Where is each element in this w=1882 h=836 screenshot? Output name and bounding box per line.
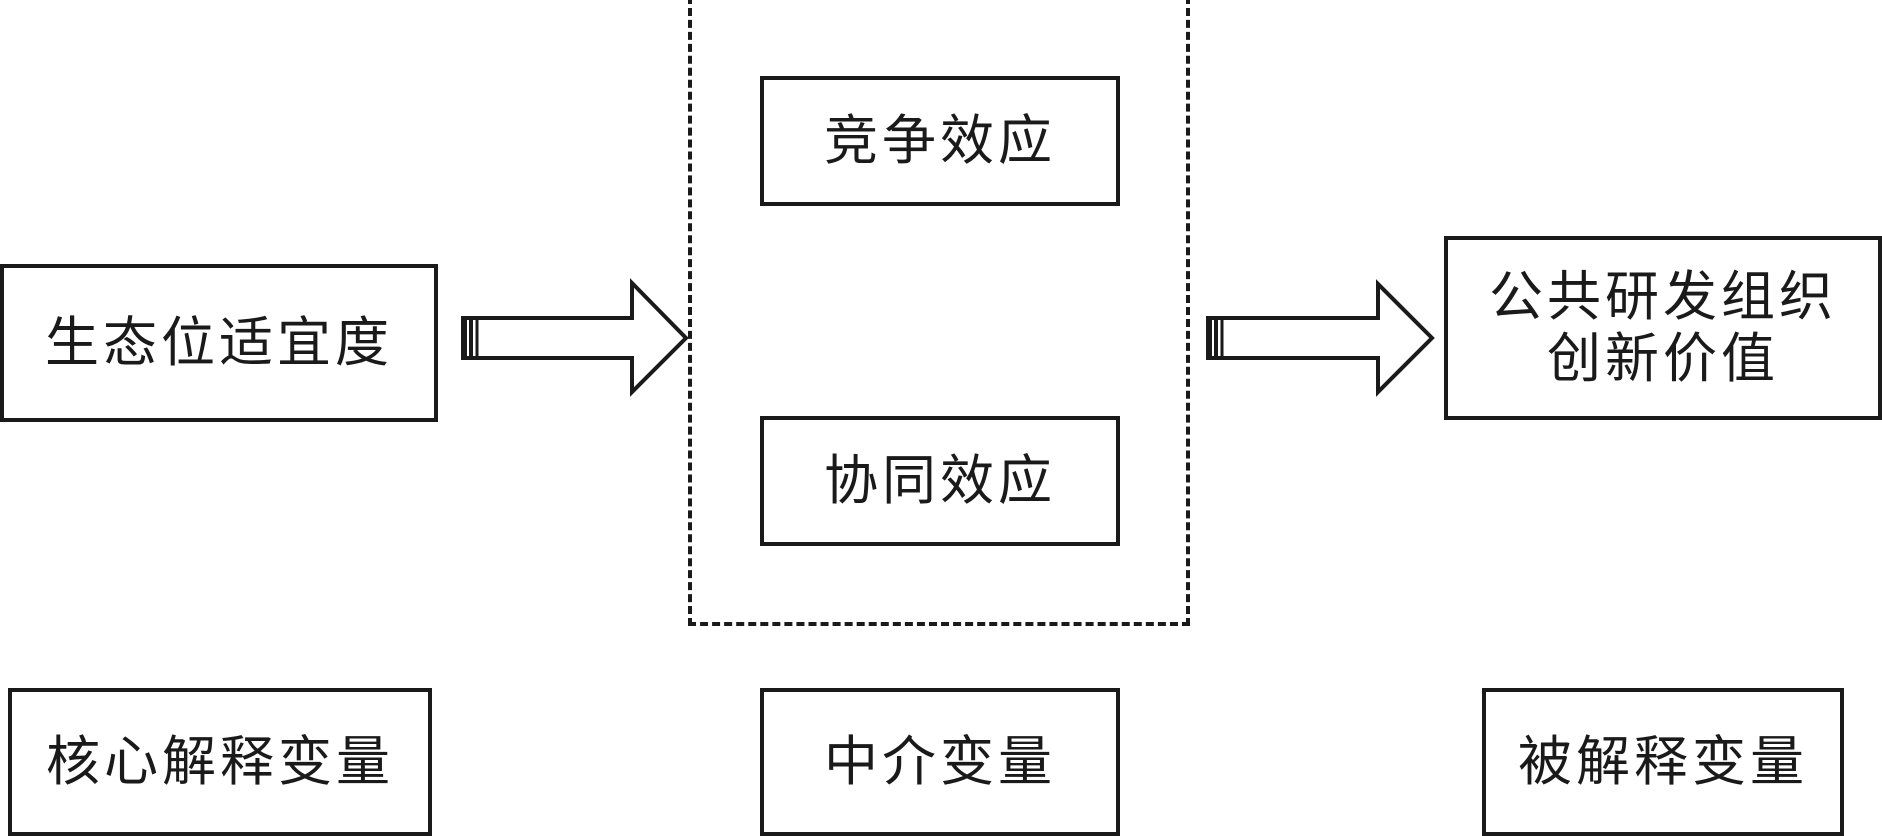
mediator-competition-label: 竞争效应 xyxy=(824,108,1056,172)
legend-mediator-box: 中介变量 xyxy=(760,688,1120,836)
legend-dependent-label: 被解释变量 xyxy=(1518,729,1808,793)
dependent-variable-label-line-2: 创新价值 xyxy=(1547,327,1779,390)
dependent-variable-label-line-1: 公共研发组织 xyxy=(1489,264,1837,328)
independent-variable-box: 生态位适宜度 xyxy=(0,264,438,422)
mediator-competition-box: 竞争效应 xyxy=(760,76,1120,206)
left-block-arrow xyxy=(461,278,689,397)
legend-core-label: 核心解释变量 xyxy=(46,729,394,793)
independent-variable-label: 生态位适宜度 xyxy=(45,310,393,374)
mediator-synergy-label: 协同效应 xyxy=(824,448,1056,512)
mediator-synergy-box: 协同效应 xyxy=(760,416,1120,546)
legend-core-box: 核心解释变量 xyxy=(8,688,432,836)
mediator-group-frame xyxy=(688,0,1190,626)
right-block-arrow xyxy=(1206,279,1435,397)
dependent-variable-box: 公共研发组织 创新价值 xyxy=(1444,236,1882,420)
legend-dependent-box: 被解释变量 xyxy=(1482,688,1844,836)
legend-mediator-label: 中介变量 xyxy=(824,729,1056,793)
